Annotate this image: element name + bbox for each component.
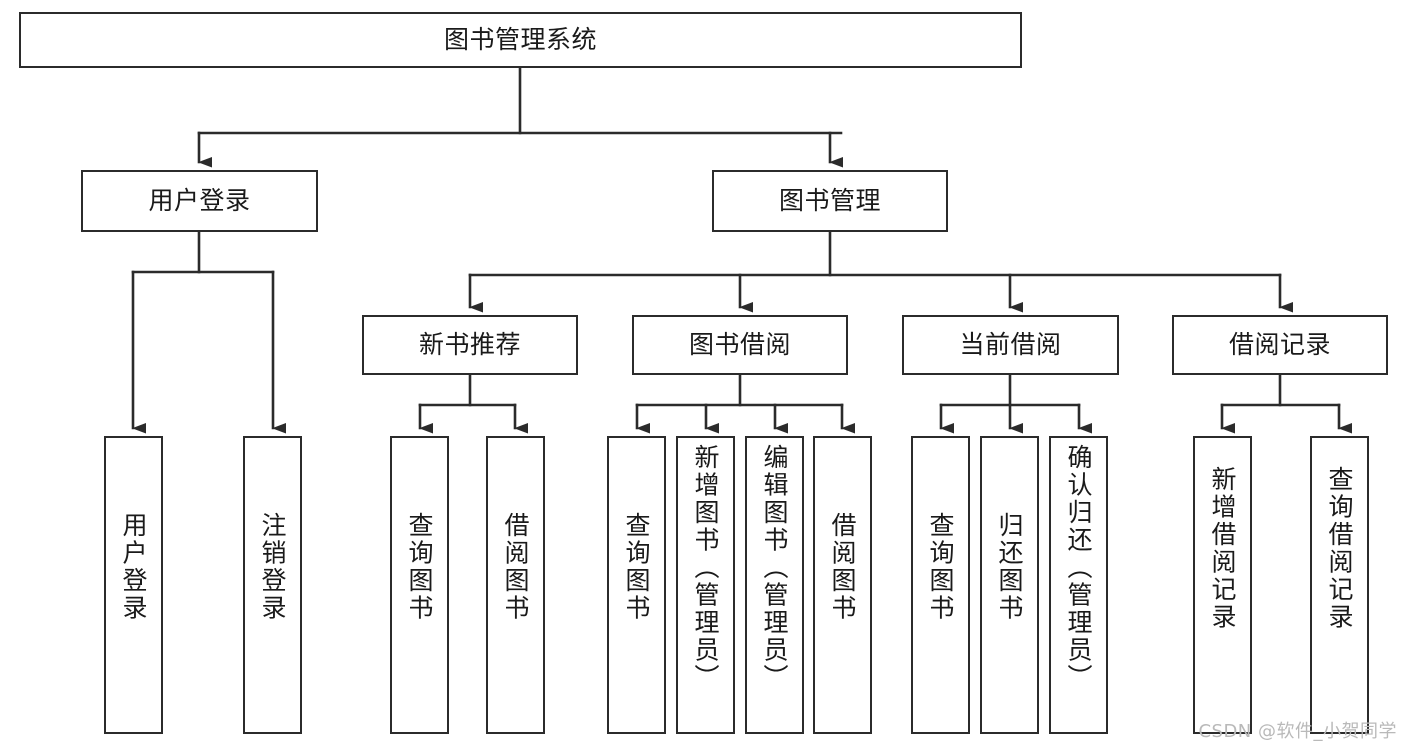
node-user-login[interactable]: 用户登录	[81, 170, 318, 232]
leaf-borrow-book-2[interactable]: 借阅图书	[813, 436, 872, 734]
leaf-confirm-return-label: 确认归还（管理员）	[1064, 444, 1093, 692]
node-book-manage[interactable]: 图书管理	[712, 170, 948, 232]
leaf-add-book[interactable]: 新增图书（管理员）	[676, 436, 735, 734]
leaf-add-record-label: 新增借阅记录	[1208, 466, 1237, 631]
leaf-add-book-label: 新增图书（管理员）	[691, 444, 720, 692]
node-current-borrow[interactable]: 当前借阅	[902, 315, 1119, 375]
leaf-query-book-2-label: 查询图书	[622, 512, 651, 622]
leaf-query-book-1[interactable]: 查询图书	[390, 436, 449, 734]
leaf-add-record[interactable]: 新增借阅记录	[1193, 436, 1252, 734]
leaf-edit-book[interactable]: 编辑图书（管理员）	[745, 436, 804, 734]
node-book-manage-label: 图书管理	[778, 185, 881, 215]
node-borrow-record[interactable]: 借阅记录	[1172, 315, 1388, 375]
watermark: CSDN @软件_小贺同学	[1198, 721, 1397, 742]
node-current-borrow-label: 当前借阅	[959, 329, 1062, 359]
leaf-query-record-label: 查询借阅记录	[1325, 466, 1354, 631]
node-root[interactable]: 图书管理系统	[19, 12, 1022, 68]
leaf-borrow-book-1-label: 借阅图书	[501, 512, 530, 622]
leaf-user-login[interactable]: 用户登录	[104, 436, 163, 734]
node-borrow-record-label: 借阅记录	[1228, 329, 1331, 359]
node-root-label: 图书管理系统	[443, 24, 597, 54]
leaf-query-record[interactable]: 查询借阅记录	[1310, 436, 1369, 734]
leaf-borrow-book-2-label: 借阅图书	[828, 512, 857, 622]
leaf-confirm-return[interactable]: 确认归还（管理员）	[1049, 436, 1108, 734]
leaf-borrow-book-1[interactable]: 借阅图书	[486, 436, 545, 734]
node-user-login-label: 用户登录	[148, 185, 251, 215]
leaf-query-book-1-label: 查询图书	[405, 512, 434, 622]
leaf-return-book[interactable]: 归还图书	[980, 436, 1039, 734]
node-new-book-recommend-label: 新书推荐	[418, 329, 521, 359]
node-new-book-recommend[interactable]: 新书推荐	[362, 315, 578, 375]
node-book-borrow-label: 图书借阅	[688, 329, 791, 359]
node-book-borrow[interactable]: 图书借阅	[632, 315, 848, 375]
leaf-logout-label: 注销登录	[258, 512, 287, 622]
leaf-query-book-2[interactable]: 查询图书	[607, 436, 666, 734]
leaf-return-book-label: 归还图书	[995, 512, 1024, 622]
leaf-user-login-label: 用户登录	[119, 512, 148, 622]
leaf-edit-book-label: 编辑图书（管理员）	[760, 444, 789, 692]
leaf-logout[interactable]: 注销登录	[243, 436, 302, 734]
leaf-query-book-3-label: 查询图书	[926, 512, 955, 622]
leaf-query-book-3[interactable]: 查询图书	[911, 436, 970, 734]
